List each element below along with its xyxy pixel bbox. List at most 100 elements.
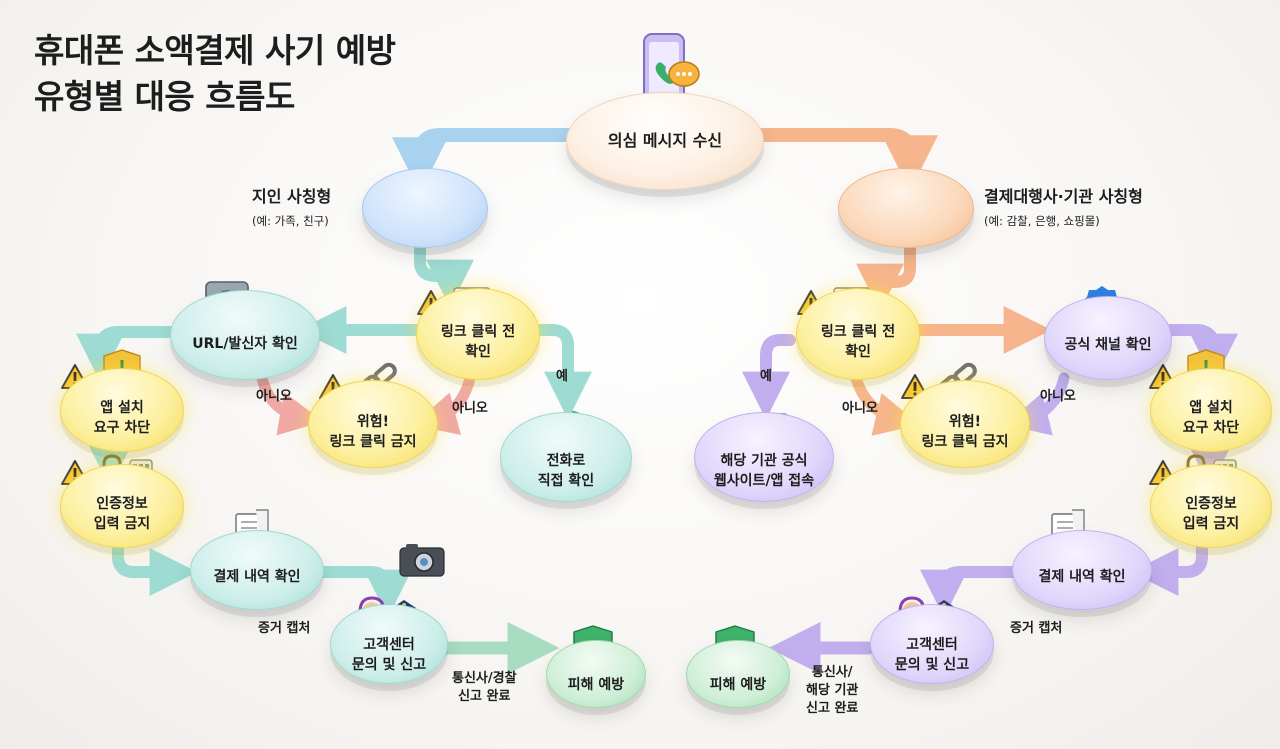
title-line-2: 유형별 대응 흐름도	[34, 77, 295, 116]
node-left-check-before-click[interactable]: 링크 클릭 전 확인	[416, 288, 540, 380]
arrow-rconfirm-to-danger	[850, 372, 920, 436]
arrow-official-to-appblock	[1164, 324, 1238, 382]
node-left-prevent-damage[interactable]: 피해 예방	[546, 640, 646, 708]
connectors	[76, 128, 1238, 674]
phone-chat-icon	[643, 33, 700, 107]
node-right-prevent-damage[interactable]: 피해 예방	[686, 640, 790, 708]
branch-no-label: 아니오	[452, 400, 488, 418]
right-type-label: 결제대행사·기관 사칭형	[984, 186, 1143, 208]
node-label: 인증정보	[96, 496, 148, 512]
node-label: 문의 및 신고	[894, 657, 970, 673]
node-left-block-app-install[interactable]: 앱 설치 요구 차단	[60, 368, 184, 452]
node-label: 입력 금지	[93, 516, 151, 532]
node-label: 고객센터	[906, 637, 958, 653]
evidence-capture-label: 증거 캡처	[258, 620, 310, 638]
node-label: 직접 확인	[537, 473, 595, 489]
evidence-capture-label: 증거 캡처	[1010, 620, 1062, 638]
node-label: 문의 및 신고	[351, 657, 427, 673]
node-label: 피해 예방	[709, 677, 767, 693]
arrow-official-to-danger	[1004, 372, 1070, 436]
report-done-text: 신고 완료	[806, 701, 859, 716]
node-label: 입력 금지	[1182, 516, 1240, 532]
branch-text: 예	[760, 369, 772, 384]
node-label: 전화로	[546, 453, 586, 469]
branch-text: 아니오	[1040, 389, 1076, 404]
node-label: 인증정보	[1185, 496, 1237, 512]
node-right-link-danger[interactable]: 위험! 링크 클릭 금지	[900, 380, 1030, 468]
node-label: 링크 클릭 전	[820, 324, 896, 340]
right-report-done-label: 통신사/ 해당 기관 신고 완료	[806, 664, 858, 718]
arrow-rcred-to-payment	[1130, 534, 1208, 596]
node-left-report[interactable]: 고객센터 문의 및 신고	[330, 604, 448, 684]
node-label: 해당 기관 공식	[720, 453, 808, 469]
camera-icon	[399, 544, 445, 577]
node-label: 링크 클릭 전	[440, 324, 516, 340]
page-title: 휴대폰 소액결제 사기 예방 유형별 대응 흐름도	[34, 28, 396, 120]
left-report-done-label: 통신사/경찰 신고 완료	[452, 670, 517, 706]
node-label: 요구 차단	[93, 420, 151, 436]
node-left-link-danger[interactable]: 위험! 링크 클릭 금지	[308, 380, 438, 468]
node-label: 결제 내역 확인	[1038, 569, 1126, 585]
arrow-start-to-agency	[753, 128, 938, 192]
report-done-text: 신고 완료	[458, 689, 511, 704]
arrow-url-to-danger	[256, 372, 324, 436]
branch-yes-label: 예	[556, 368, 568, 386]
node-label: 링크 클릭 금지	[329, 434, 417, 450]
type-example: (예: 감찰, 은행, 쇼핑몰)	[984, 214, 1100, 228]
arrow-agency-to-confirm	[856, 239, 916, 312]
node-label: 피해 예방	[567, 677, 625, 693]
branch-no-label: 아니오	[256, 388, 292, 406]
node-url-sender-check[interactable]: URL/발신자 확인	[170, 290, 320, 380]
evidence-text: 증거 캡처	[258, 621, 311, 636]
node-label: 확인	[845, 344, 871, 360]
report-done-text: 통신사/	[811, 665, 853, 680]
arrow-confirm-to-website	[742, 334, 796, 420]
node-suspicious-message[interactable]: 의심 메시지 수신	[566, 92, 764, 190]
node-call-directly[interactable]: 전화로 직접 확인	[500, 412, 632, 502]
right-type-example: (예: 감찰, 은행, 쇼핑몰)	[984, 212, 1100, 230]
node-label: 고객센터	[363, 637, 415, 653]
node-label: 웹사이트/앱 접속	[713, 473, 815, 489]
branch-yes-label: 예	[760, 368, 772, 386]
type-example: (예: 가족, 친구)	[252, 214, 329, 228]
type-title: 결제대행사·기관 사칭형	[984, 187, 1143, 206]
node-official-channel-check[interactable]: 공식 채널 확인	[1044, 296, 1172, 380]
branch-text: 예	[556, 369, 568, 384]
node-left-check-payment[interactable]: 결제 내역 확인	[190, 530, 324, 610]
node-label: 앱 설치	[100, 400, 144, 416]
type-title: 지인 사칭형	[252, 187, 332, 206]
branch-text: 아니오	[452, 401, 488, 416]
node-label: 결제 내역 확인	[213, 569, 301, 585]
report-done-text: 통신사/경찰	[452, 671, 517, 686]
node-label: 위험!	[356, 414, 390, 430]
node-label: 위험!	[948, 414, 982, 430]
arrow-start-to-acquaintance	[392, 128, 575, 194]
arrow-acquaintance-to-confirm	[414, 239, 474, 308]
title-line-1: 휴대폰 소액결제 사기 예방	[34, 31, 396, 70]
node-right-check-payment[interactable]: 결제 내역 확인	[1012, 530, 1152, 610]
node-right-check-before-click[interactable]: 링크 클릭 전 확인	[796, 288, 920, 380]
node-left-no-credentials[interactable]: 인증정보 입력 금지	[60, 464, 184, 548]
arrow-payment-to-report	[316, 566, 412, 618]
arrow-url-to-appblock	[76, 326, 186, 382]
node-label: 앱 설치	[1189, 400, 1233, 416]
evidence-text: 증거 캡처	[1010, 621, 1063, 636]
node-acquaintance-impersonation[interactable]	[362, 168, 488, 248]
node-official-website[interactable]: 해당 기관 공식 웹사이트/앱 접속	[694, 412, 834, 502]
left-type-label: 지인 사칭형	[252, 186, 331, 208]
node-right-no-credentials[interactable]: 인증정보 입력 금지	[1150, 464, 1272, 548]
node-right-block-app-install[interactable]: 앱 설치 요구 차단	[1150, 368, 1272, 452]
branch-no-label: 아니오	[1040, 388, 1076, 406]
node-label: 요구 차단	[1182, 420, 1240, 436]
node-agency-impersonation[interactable]	[838, 168, 974, 248]
node-label: URL/발신자 확인	[192, 336, 298, 352]
branch-text: 아니오	[842, 401, 878, 416]
node-right-report[interactable]: 고객센터 문의 및 신고	[870, 604, 994, 684]
node-label: 공식 채널 확인	[1064, 337, 1152, 353]
arrow-rpayment-to-report	[920, 566, 1018, 618]
arrow-confirm-to-call	[534, 324, 592, 420]
node-label: 의심 메시지 수신	[607, 131, 723, 150]
left-type-example: (예: 가족, 친구)	[252, 212, 329, 230]
branch-no-label: 아니오	[842, 400, 878, 418]
